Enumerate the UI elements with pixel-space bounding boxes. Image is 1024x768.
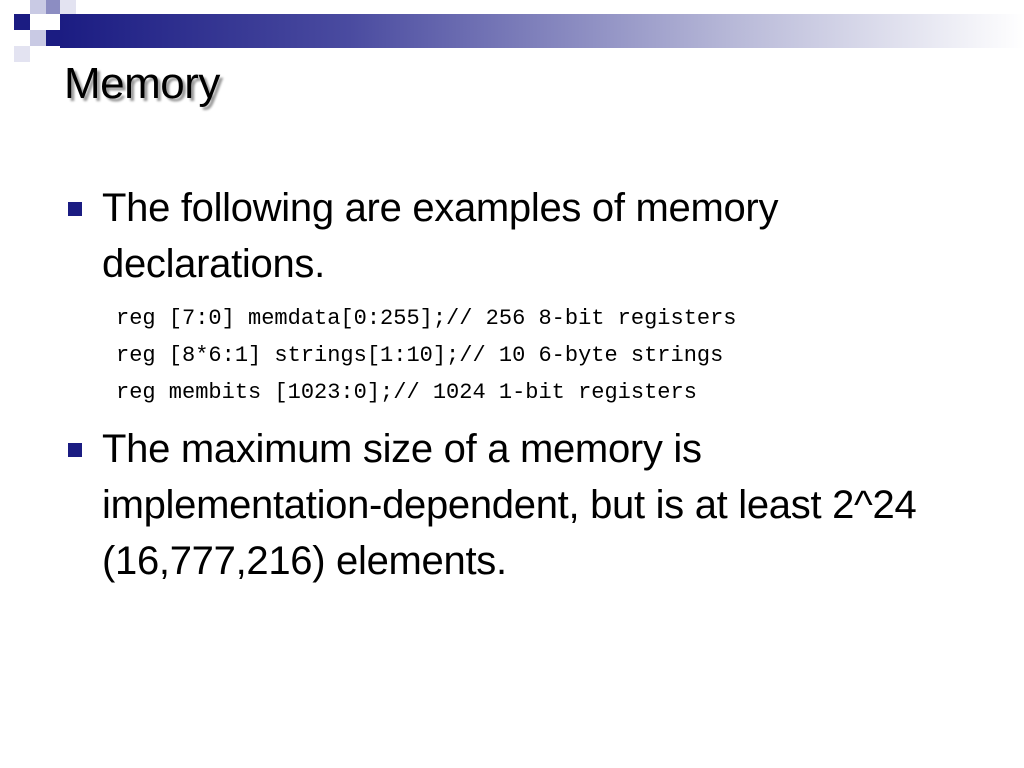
- decorative-square: [46, 30, 60, 46]
- square-bullet-icon: [68, 443, 82, 457]
- code-line: reg membits [1023:0];// 1024 1-bit regis…: [116, 380, 697, 405]
- code-example-list: reg [7:0] memdata[0:255];// 256 8-bit re…: [116, 300, 964, 411]
- code-line: reg [7:0] memdata[0:255];// 256 8-bit re…: [116, 306, 737, 331]
- decorative-square: [46, 0, 60, 14]
- decorative-square: [30, 0, 46, 14]
- decorative-square: [30, 30, 46, 46]
- square-bullet-icon: [68, 202, 82, 216]
- decorative-square: [14, 14, 30, 30]
- slide-title: Memory: [64, 59, 220, 108]
- bullet-text: The following are examples of memory dec…: [102, 186, 779, 286]
- bullet-item: The maximum size of a memory is implemen…: [64, 421, 964, 589]
- code-line: reg [8*6:1] strings[1:10];// 10 6-byte s…: [116, 343, 724, 368]
- decorative-square: [14, 46, 30, 62]
- decorative-square: [60, 0, 76, 14]
- header-gradient-bar: [60, 14, 1024, 48]
- bullet-item: The following are examples of memory dec…: [64, 180, 964, 292]
- bullet-text: The maximum size of a memory is implemen…: [102, 427, 917, 583]
- slide-content: The following are examples of memory dec…: [64, 180, 964, 589]
